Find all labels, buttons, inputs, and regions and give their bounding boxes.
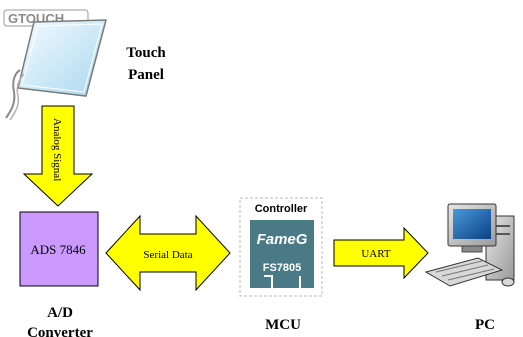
fameg-logo: FameG FS7805: [250, 220, 314, 293]
touch-panel-label-line2: Panel: [128, 67, 164, 83]
adc-chip: ADS 7846: [19, 211, 99, 287]
controller-brand: FameG: [257, 231, 308, 248]
controller-model: FS7805: [263, 262, 302, 274]
uart-arrow: UART: [333, 226, 429, 280]
controller-box: Controller FameG FS7805: [239, 197, 323, 297]
serial-data-arrow: Serial Data: [105, 214, 231, 292]
analog-signal-arrow: Analog Signal: [22, 105, 94, 207]
adc-chip-label: ADS 7846: [30, 242, 86, 257]
pc-label: PC: [475, 317, 495, 333]
controller-title: Controller: [255, 203, 308, 215]
serial-data-label: Serial Data: [143, 249, 192, 261]
analog-signal-label: Analog Signal: [51, 118, 63, 181]
mcu-label: MCU: [265, 317, 301, 333]
adc-label-line2: Converter: [27, 325, 93, 337]
uart-label: UART: [361, 248, 391, 260]
desktop-computer-icon: [424, 203, 515, 287]
adc-label-line1: A/D: [47, 305, 73, 321]
touch-panel-label-line1: Touch: [126, 45, 166, 61]
touch-panel-icon: [5, 19, 107, 121]
